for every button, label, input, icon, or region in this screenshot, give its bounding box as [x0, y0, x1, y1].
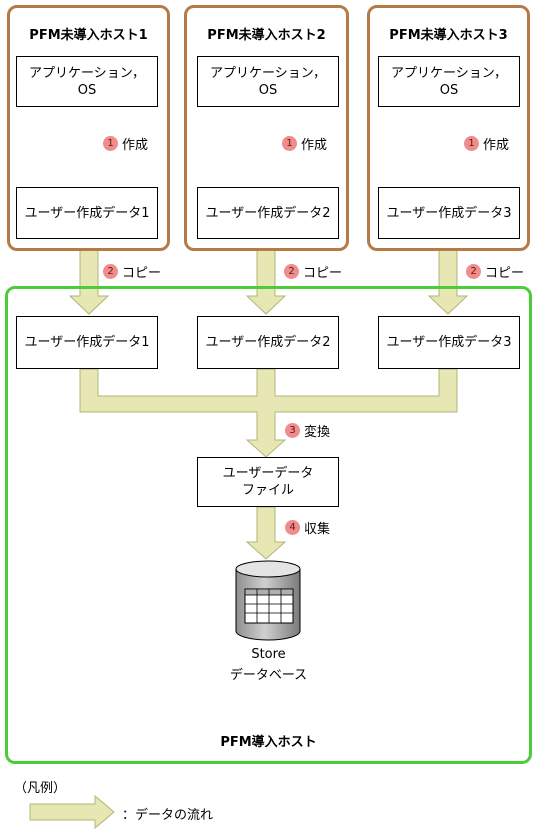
user-data-node-3: ユーザー作成データ3 [378, 187, 520, 239]
arrow-collect [245, 506, 287, 560]
arrow-convert [79, 368, 458, 458]
step-badge: 4 [285, 520, 300, 535]
step-label: 作成 [122, 138, 149, 153]
legend-title: （凡例） [14, 781, 67, 796]
copied-data-node-1: ユーザー作成データ1 [16, 316, 158, 369]
pfm-host: PFM導入ホスト [5, 286, 532, 764]
host-3-title: PFM未導入ホスト3 [389, 28, 508, 43]
user-data-node-1: ユーザー作成データ1 [16, 187, 158, 239]
step-create-3: 1 作成 [464, 134, 509, 153]
step-label: 作成 [301, 138, 328, 153]
step-copy-3: 2 コピー [466, 262, 524, 281]
step-collect: 4 収集 [285, 518, 330, 537]
copied-data-node-2: ユーザー作成データ2 [197, 316, 339, 369]
store-database-icon [235, 560, 301, 641]
copied-data-node-3: ユーザー作成データ3 [378, 316, 520, 369]
step-badge: 3 [285, 423, 300, 438]
step-badge: 1 [103, 136, 118, 151]
host-1-title: PFM未導入ホスト1 [29, 28, 148, 43]
store-database-label: データベース [229, 668, 308, 683]
step-label: コピー [303, 266, 343, 281]
user-data-node-2: ユーザー作成データ2 [197, 187, 339, 239]
step-label: コピー [122, 266, 162, 281]
host-2-title: PFM未導入ホスト2 [207, 28, 326, 43]
pfm-host-title: PFM導入ホスト [220, 735, 317, 750]
step-create-1: 1 作成 [103, 134, 148, 153]
step-create-2: 1 作成 [282, 134, 327, 153]
app-os-node-3: アプリケーション， OS [378, 56, 520, 107]
store-label: Store [251, 647, 286, 662]
step-badge: 2 [103, 264, 118, 279]
legend-flow-label: ：データの流れ [122, 808, 214, 823]
step-badge: 2 [284, 264, 299, 279]
app-os-node-1: アプリケーション， OS [16, 56, 158, 107]
step-copy-1: 2 コピー [103, 262, 161, 281]
step-convert: 3 変換 [285, 421, 330, 440]
app-os-node-2: アプリケーション， OS [197, 56, 339, 107]
step-label: 収集 [304, 522, 331, 537]
step-copy-2: 2 コピー [284, 262, 342, 281]
step-label: 作成 [483, 138, 510, 153]
step-label: コピー [485, 266, 525, 281]
step-badge: 2 [466, 264, 481, 279]
user-data-file-node: ユーザーデータ ファイル [197, 457, 339, 507]
step-label: 変換 [304, 425, 331, 440]
step-badge: 1 [282, 136, 297, 151]
step-badge: 1 [464, 136, 479, 151]
legend-arrow [29, 794, 115, 830]
